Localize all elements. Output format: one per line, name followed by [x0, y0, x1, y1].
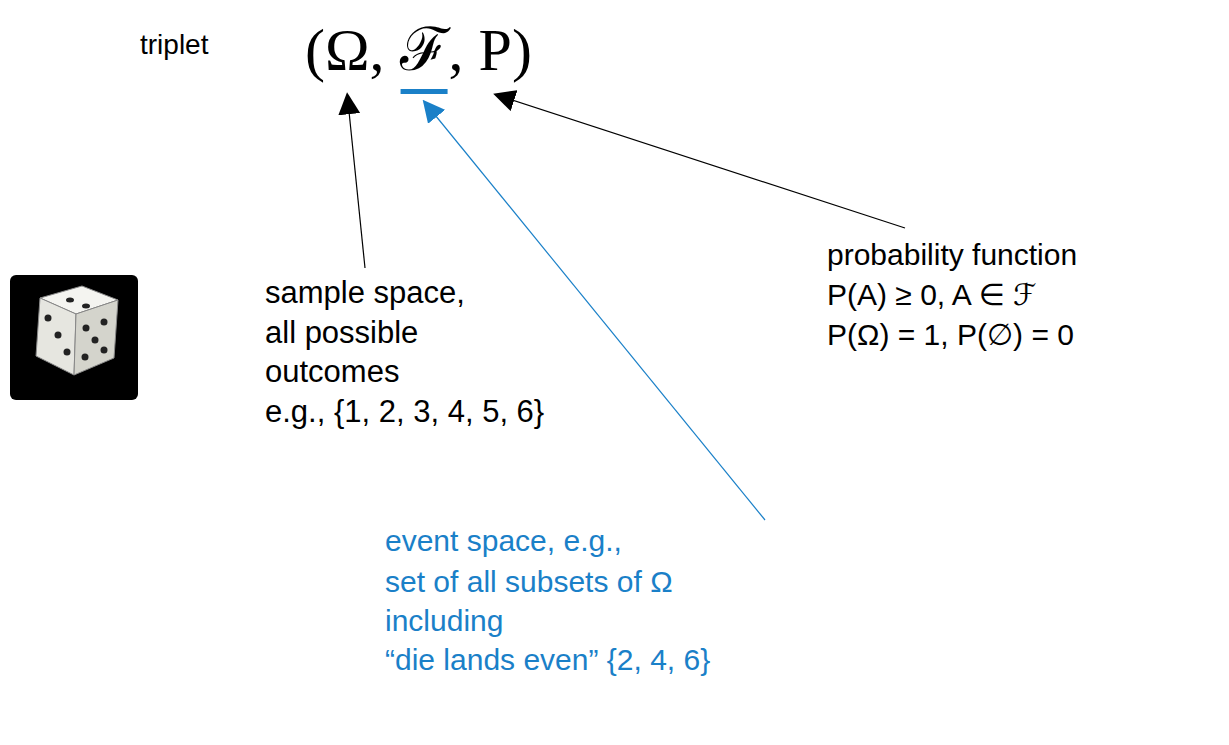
leader-arrow: [347, 95, 365, 269]
annotation-line: including: [385, 604, 503, 639]
math-tuple: (Ω, ℱ, P): [305, 16, 532, 85]
leader-arrow: [495, 95, 905, 229]
caption-word: triplet: [140, 29, 208, 61]
annotation-line: sample space,: [265, 275, 465, 311]
annotation-line: probability function: [827, 238, 1077, 273]
annotation-line: e.g., {1, 2, 3, 4, 5, 6}: [265, 394, 544, 430]
underline-mark: [401, 89, 448, 94]
die-icon: [10, 275, 138, 400]
annotation-line: “die lands even” {2, 4, 6}: [385, 643, 710, 678]
annotation-line: P(A) ≥ 0, A ∈ ℱ: [827, 278, 1037, 313]
annotation-line: outcomes: [265, 354, 399, 390]
annotation-line: event space, e.g.,: [385, 524, 622, 559]
annotation-line: set of all subsets of Ω: [385, 565, 673, 600]
leader-arrow: [424, 102, 765, 521]
annotation-line: all possible: [265, 315, 418, 351]
annotation-line: P(Ω) = 1, P(∅) = 0: [827, 318, 1074, 353]
